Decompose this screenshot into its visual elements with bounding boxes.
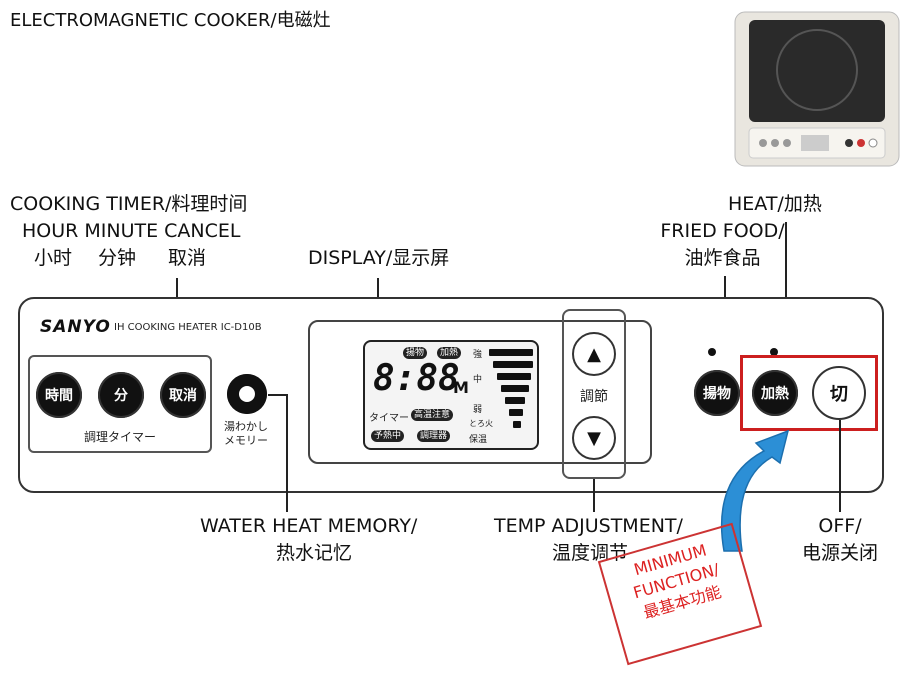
label-temp-adjustment-cn: 温度调节	[552, 542, 629, 564]
fried-food-button[interactable]: 揚物	[694, 370, 740, 416]
level-bar-3	[497, 373, 531, 380]
label-water-heat-memory: WATER HEAT MEMORY/	[200, 515, 418, 537]
display-housing	[308, 320, 652, 464]
label-heat: HEAT/加热	[728, 193, 822, 215]
label-hour-cn: 小时	[34, 247, 73, 269]
level-bar-6	[509, 409, 523, 416]
lcd-chip-caution: 高温注意	[411, 409, 454, 421]
level-bar-2	[493, 361, 533, 368]
lcd-weak: 弱	[473, 405, 483, 415]
label-minute-cn: 分钟	[98, 247, 137, 269]
lcd-chip-heat: 加熱	[437, 347, 462, 359]
fry-indicator-led	[708, 348, 716, 356]
water-memory-button[interactable]	[227, 374, 267, 414]
lcd-screen: 揚物 加熱 8:88 M タイマー 高温注意 予熱中 調理器 強 中 弱 とろ火…	[363, 340, 539, 450]
minimum-function-highlight	[740, 355, 878, 431]
curved-arrow-icon	[706, 415, 796, 555]
label-display: DISPLAY/显示屏	[308, 247, 450, 269]
lcd-chip-preheat: 予熱中	[371, 430, 405, 442]
temp-up-button[interactable]: ▲	[572, 332, 616, 376]
level-bar-7	[513, 421, 521, 428]
hour-button[interactable]: 時間	[36, 372, 82, 418]
leader-temp	[593, 479, 595, 512]
level-bar-1	[489, 349, 533, 356]
brand-logo: SANYO	[40, 317, 111, 337]
label-hour-minute-cancel: HOUR MINUTE CANCEL	[22, 220, 241, 242]
level-bar-4	[501, 385, 529, 392]
water-caption-2: メモリー	[224, 434, 268, 447]
label-fried-food: FRIED FOOD/	[660, 220, 785, 242]
minute-button[interactable]: 分	[98, 372, 144, 418]
off-button[interactable]: 切	[812, 366, 866, 420]
timer-caption: 調理タイマー	[83, 430, 156, 444]
label-temp-adjustment: TEMP ADJUSTMENT/	[494, 515, 683, 537]
lcd-timer-label: タイマー	[369, 413, 409, 424]
diagram-title: ELECTROMAGNETIC COOKER/电磁灶	[10, 10, 331, 31]
lcd-chip-fry: 揚物	[403, 347, 428, 359]
lcd-keep-warm: 保温	[469, 435, 488, 445]
label-off: OFF/	[818, 515, 862, 537]
leader-heat	[785, 222, 787, 350]
lcd-simmer: とろ火	[469, 419, 493, 428]
leader-water	[286, 394, 288, 512]
heat-button[interactable]: 加熱	[752, 370, 798, 416]
heat-indicator-led	[770, 348, 778, 356]
induction-cooker-photo	[733, 10, 901, 168]
lcd-mid: 中	[473, 375, 483, 385]
model-text: IH COOKING HEATER IC-D10B	[114, 322, 262, 333]
lcd-strong: 強	[473, 350, 483, 360]
leader-off	[839, 420, 841, 512]
level-bar-5	[505, 397, 525, 404]
label-off-cn: 电源关闭	[801, 542, 878, 564]
lcd-digits: 8:88	[373, 358, 460, 399]
label-fried-food-cn: 油炸食品	[684, 247, 761, 269]
lcd-chip-adjust: 調理器	[417, 430, 451, 442]
adjust-caption: 調節	[580, 389, 608, 405]
temp-down-button[interactable]: ▼	[572, 416, 616, 460]
label-water-heat-memory-cn: 热水记忆	[276, 542, 353, 564]
leader-water-elbow	[268, 394, 288, 396]
adjust-frame	[562, 309, 626, 479]
water-memory-ring	[239, 386, 255, 402]
water-caption-1: 湯わかし	[224, 420, 268, 433]
label-cancel-cn: 取消	[168, 247, 207, 269]
timer-group-frame	[28, 355, 212, 453]
lcd-unit: M	[453, 378, 469, 397]
cancel-button[interactable]: 取消	[160, 372, 206, 418]
label-cooking-timer: COOKING TIMER/料理时间	[10, 193, 248, 215]
